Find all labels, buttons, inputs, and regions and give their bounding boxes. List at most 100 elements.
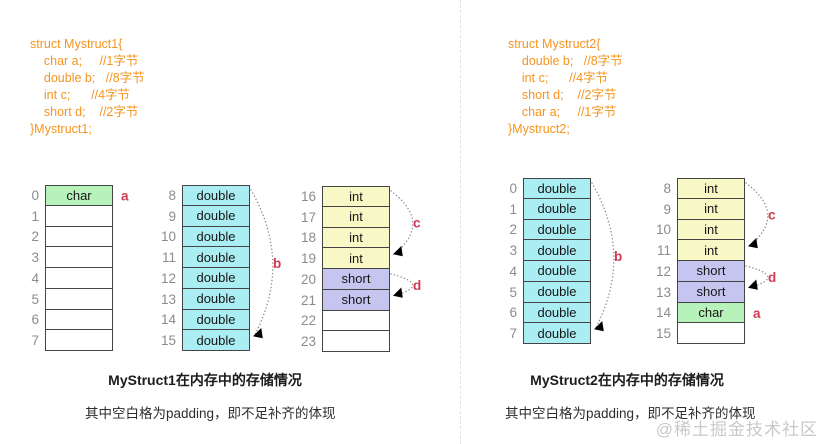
byte-address-label: 19 xyxy=(300,251,316,267)
arrowhead-icon xyxy=(393,245,403,257)
byte-address-label: 11 xyxy=(161,250,176,266)
code-line: struct Mystruct2{ xyxy=(508,37,601,51)
memory-cell-padding xyxy=(45,268,113,289)
memory-row: 23 xyxy=(301,331,390,352)
byte-address-label: 14 xyxy=(655,305,671,321)
byte-address-label: 2 xyxy=(509,222,517,238)
memory-cell-double: double xyxy=(182,309,250,331)
memory-cell-double: double xyxy=(523,323,591,344)
memory-row: 16 int xyxy=(301,186,390,207)
memory-cell-double: double xyxy=(523,261,591,282)
memory-cell-double: double xyxy=(523,178,591,199)
memory-cell-double: double xyxy=(182,185,250,206)
memory-cell-double: double xyxy=(523,240,591,261)
memory-cell-int: int xyxy=(677,240,745,261)
byte-address-label: 7 xyxy=(31,333,39,349)
memory-cell-double: double xyxy=(182,268,250,289)
struct2-padding-note: 其中空白格为padding，即不足补齐的体现 xyxy=(505,406,756,421)
span-arc xyxy=(745,182,769,247)
memory-cell-double: double xyxy=(182,226,250,248)
byte-address-label: 18 xyxy=(300,230,316,246)
memory-cell-int: int xyxy=(677,178,745,199)
code-line: char a; //1字节 xyxy=(508,105,617,119)
byte-address-label: 10 xyxy=(160,229,176,245)
byte-address-label: 7 xyxy=(509,326,517,342)
memory-cell-int: int xyxy=(677,198,745,220)
byte-address-label: 10 xyxy=(655,222,671,238)
byte-address-label: 13 xyxy=(655,284,671,300)
memory-row: 2 double xyxy=(509,219,591,241)
byte-address-label: 6 xyxy=(31,312,39,328)
memory-cell-char: char xyxy=(677,302,745,324)
memory-cell-int: int xyxy=(322,186,390,207)
arrowhead-icon xyxy=(594,320,604,332)
byte-address-label: 15 xyxy=(655,326,671,342)
byte-address-label: 13 xyxy=(160,291,176,307)
memory-cell-double: double xyxy=(523,198,591,220)
memory-cell-double: double xyxy=(523,302,591,324)
arrowhead-icon xyxy=(748,279,758,290)
memory-cell-padding xyxy=(45,309,113,331)
byte-address-label: 23 xyxy=(300,334,316,350)
memory-cell-double: double xyxy=(182,330,250,351)
code-line: int c; //4字节 xyxy=(508,71,609,85)
struct2-code-block: struct Mystruct2{ double b; //8字节 int c;… xyxy=(508,36,623,138)
memory-row: 10 int xyxy=(656,219,745,241)
code-line: short d; //2字节 xyxy=(30,105,139,119)
memory-row: 8 double xyxy=(168,185,250,206)
byte-address-label: 16 xyxy=(300,188,316,204)
memory-row: 10 double xyxy=(161,226,250,248)
span-arc xyxy=(591,182,615,330)
memory-cell-double: double xyxy=(182,205,250,227)
code-line: }Mystruct2; xyxy=(508,122,570,136)
span-arc xyxy=(390,190,414,255)
byte-address-label: 12 xyxy=(160,270,176,286)
memory-cell-short: short xyxy=(677,261,745,282)
arrowhead-icon xyxy=(253,327,263,339)
memory-cell-short: short xyxy=(322,289,390,311)
struct2-caption: MyStruct2在内存中的存储情况 xyxy=(530,372,724,388)
byte-address-label: 1 xyxy=(509,201,517,217)
field-span-marks: b xyxy=(591,182,622,332)
code-line: int c; //4字节 xyxy=(30,88,131,102)
memory-row: 7 xyxy=(31,330,113,351)
memory-cell-padding xyxy=(677,323,745,344)
memory-row: 2 xyxy=(31,226,113,248)
field-label-d: d xyxy=(768,270,776,285)
memory-cell-int: int xyxy=(677,219,745,241)
memory-row: 14 char xyxy=(656,302,745,324)
byte-address-label: 15 xyxy=(160,333,176,349)
field-span-marks: cd xyxy=(390,190,421,298)
byte-address-label: 3 xyxy=(31,250,39,266)
struct1-code-block: struct Mystruct1{ char a; //1字节 double b… xyxy=(30,36,145,138)
memory-cell-double: double xyxy=(182,288,250,310)
arrowhead-icon xyxy=(748,237,758,249)
byte-address-label: 11 xyxy=(656,243,671,259)
memory-row: 1 xyxy=(31,205,113,227)
memory-cell-double: double xyxy=(523,219,591,241)
byte-address-label: 2 xyxy=(31,229,39,245)
field-label-d: d xyxy=(413,278,421,293)
memory-cell-char: char xyxy=(45,185,113,206)
byte-address-label: 8 xyxy=(168,187,176,203)
memory-cell-padding xyxy=(322,310,390,332)
memory-row: 13 double xyxy=(161,288,250,310)
memory-row: 6 xyxy=(31,309,113,331)
memory-row: 1 double xyxy=(509,198,591,220)
field-label-c: c xyxy=(413,216,421,231)
memory-row: 4 xyxy=(31,268,113,289)
memory-row: 7 double xyxy=(509,323,591,344)
